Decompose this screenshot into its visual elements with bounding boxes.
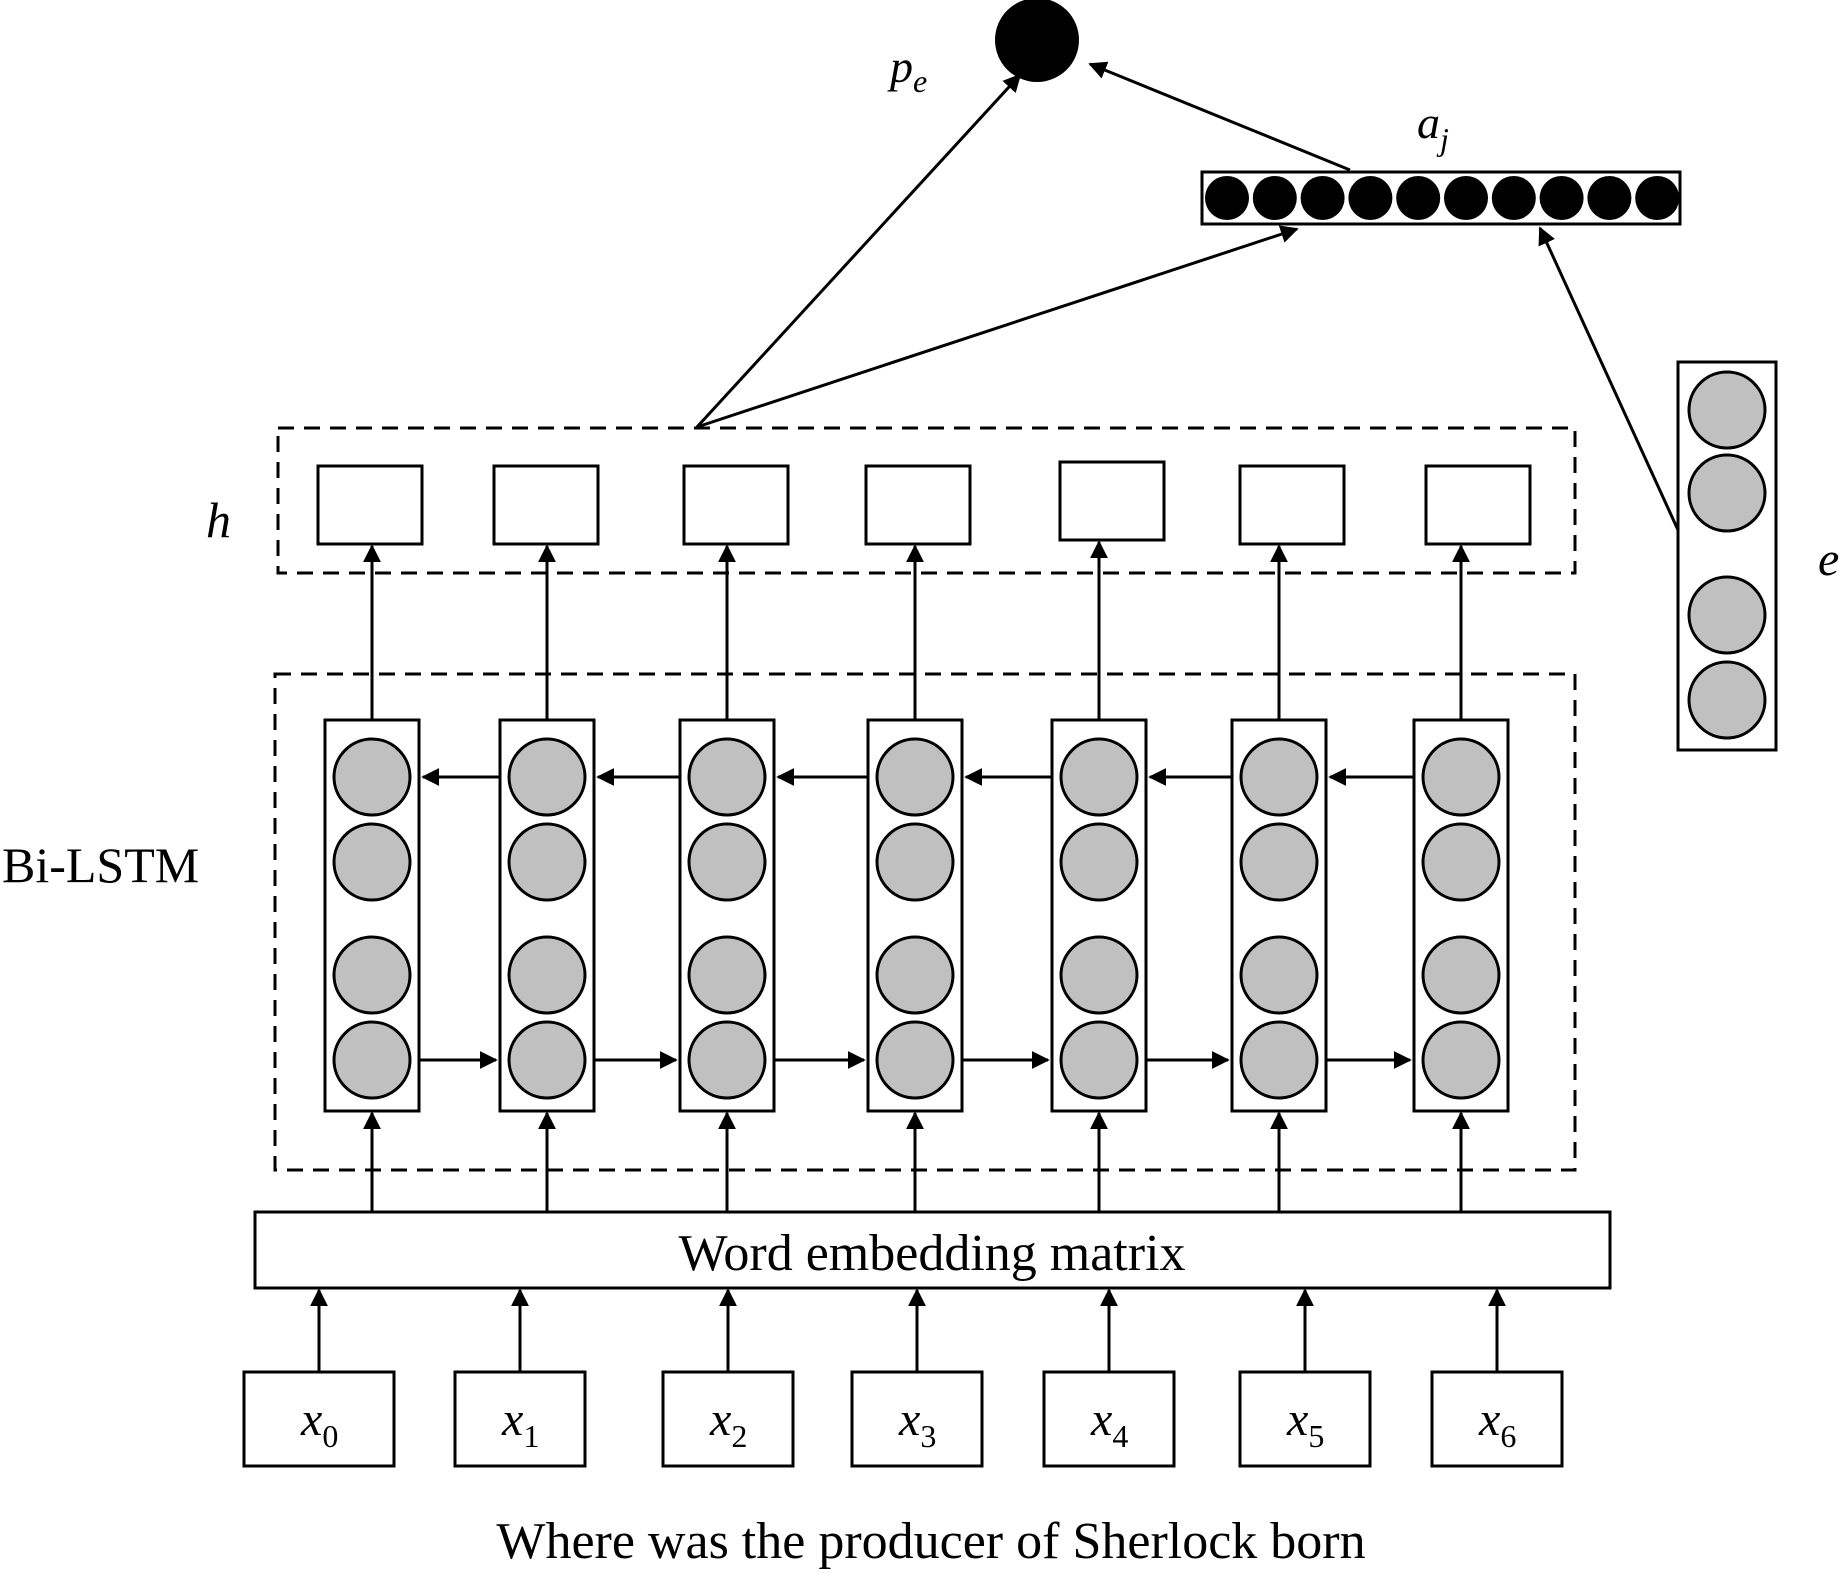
attention-node xyxy=(1635,176,1680,220)
lstm-node xyxy=(507,935,587,1015)
input-tokens: x0 x1 x2 x3 x4 x5 x6 xyxy=(242,1288,1564,1468)
question-sentence: Where was the producer of Sherlock born xyxy=(496,1513,1365,1570)
input-token-label: x1 xyxy=(501,1393,539,1454)
lstm-node xyxy=(332,935,412,1015)
input-token-label: x4 xyxy=(1090,1393,1128,1454)
lstm-node xyxy=(1421,935,1501,1015)
h-label: h xyxy=(206,492,231,548)
lstm-node xyxy=(1059,935,1139,1015)
lstm-node xyxy=(687,1020,767,1100)
lstm-node xyxy=(332,737,412,817)
output-node-pe xyxy=(995,0,1079,82)
bilstm-label: Bi-LSTM xyxy=(2,837,199,893)
lstm-node xyxy=(875,737,955,817)
attention-node xyxy=(1300,176,1345,220)
lstm-node xyxy=(507,737,587,817)
arrow-h-to-pe xyxy=(695,73,1022,429)
entity-node xyxy=(1687,453,1767,533)
aj-label: aj xyxy=(1417,97,1449,157)
bilstm-group xyxy=(273,672,1577,1172)
input-box xyxy=(850,1370,984,1468)
pe-label: pe xyxy=(887,41,927,99)
input-token-label: x3 xyxy=(898,1393,936,1454)
lstm-cells xyxy=(323,718,1510,1113)
arrow-e-to-aj xyxy=(1538,226,1680,531)
lstm-node xyxy=(1239,1020,1319,1100)
lstm-node xyxy=(332,1020,412,1100)
e-label: e xyxy=(1818,533,1839,586)
attention-node xyxy=(1444,176,1488,220)
lstm-node xyxy=(687,822,767,902)
input-token-label: x6 xyxy=(1478,1393,1516,1454)
lstm-node xyxy=(1421,737,1501,817)
lstm-node xyxy=(1239,822,1319,902)
arrow-aj-to-pe xyxy=(1088,61,1351,172)
hidden-state-box xyxy=(1238,464,1346,546)
hidden-state-box xyxy=(492,464,600,546)
entity-node xyxy=(1687,575,1767,655)
lstm-node xyxy=(1059,1020,1139,1100)
lstm-node xyxy=(875,935,955,1015)
attention-vector-nodes xyxy=(1205,176,1680,220)
attention-node xyxy=(1539,176,1584,220)
lstm-node xyxy=(507,822,587,902)
lstm-node xyxy=(1239,737,1319,817)
attention-node xyxy=(1491,176,1536,220)
lstm-connections xyxy=(363,540,1470,1212)
attention-node xyxy=(1205,176,1249,220)
input-box xyxy=(1238,1370,1372,1468)
entity-vector-nodes xyxy=(1687,370,1767,740)
input-box xyxy=(242,1370,396,1468)
lstm-node xyxy=(875,822,955,902)
lstm-node xyxy=(687,737,767,817)
arrow-h-to-aj xyxy=(696,225,1299,429)
embedding-label: Word embedding matrix xyxy=(678,1225,1185,1282)
lstm-node xyxy=(332,822,412,902)
lstm-node xyxy=(1239,935,1319,1015)
word-embedding-matrix xyxy=(253,1210,1612,1290)
lstm-node xyxy=(1059,822,1139,902)
input-token-label: x5 xyxy=(1286,1393,1324,1454)
hidden-state-group xyxy=(276,426,1577,575)
input-token-label: x2 xyxy=(709,1393,747,1454)
lstm-node xyxy=(1421,822,1501,902)
lstm-node xyxy=(687,935,767,1015)
hidden-state-box xyxy=(1424,464,1532,546)
hidden-state-box xyxy=(316,464,424,546)
lstm-node xyxy=(875,1020,955,1100)
entity-node xyxy=(1687,370,1767,450)
lstm-node xyxy=(507,1020,587,1100)
entity-node xyxy=(1687,660,1767,740)
hidden-state-box xyxy=(1058,460,1166,542)
attention-node xyxy=(1348,176,1393,220)
hidden-state-box xyxy=(864,464,972,546)
hidden-state-boxes xyxy=(316,460,1532,546)
attention-node xyxy=(1587,176,1632,220)
lstm-node xyxy=(1059,737,1139,817)
attention-node xyxy=(1252,176,1297,220)
input-box xyxy=(1430,1370,1564,1468)
hidden-state-box xyxy=(682,464,790,546)
input-token-label: x0 xyxy=(300,1393,338,1454)
lstm-node xyxy=(1421,1020,1501,1100)
attention-node xyxy=(1396,176,1441,220)
